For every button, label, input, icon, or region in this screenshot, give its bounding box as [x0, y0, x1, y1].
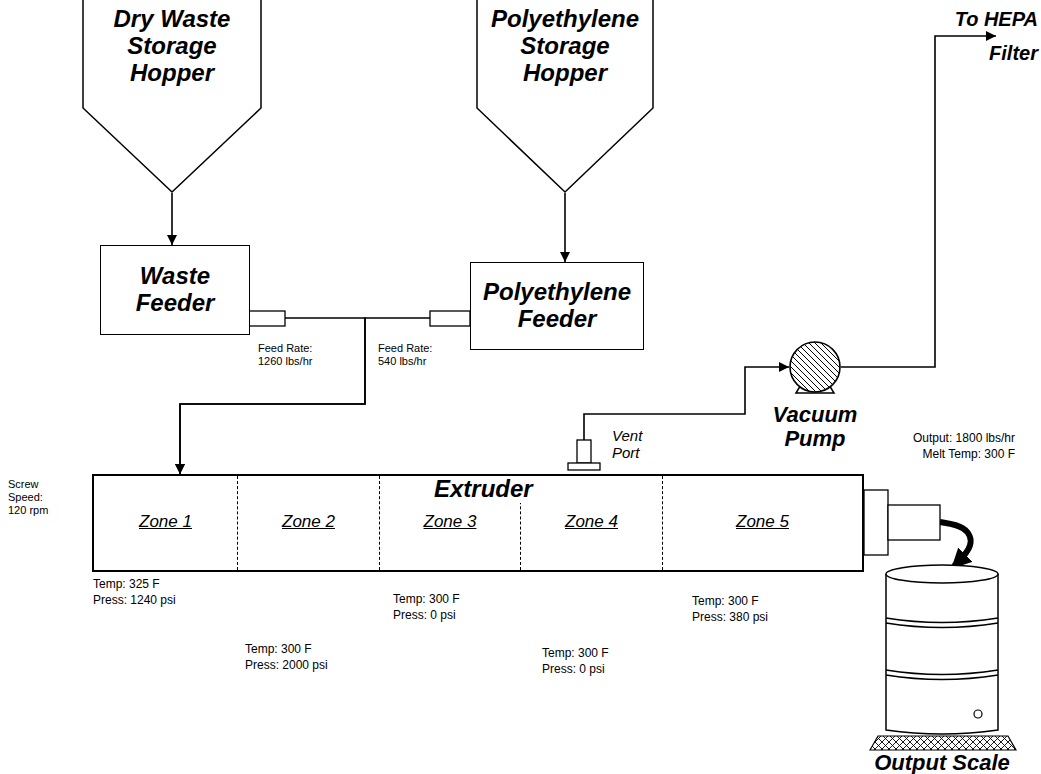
hopper-fill: [83, 0, 261, 192]
scale-platform: [870, 736, 1016, 750]
output-arrow: [940, 522, 971, 566]
drum-rib: [886, 618, 998, 623]
zone-label: Zone 1: [94, 512, 237, 531]
annotation-label: Temp: 300 F: [245, 642, 312, 656]
output-drum-outline: [884, 562, 1000, 736]
feeder-nozzle: [430, 311, 470, 326]
extruder-die: [864, 490, 888, 555]
zone-label: Zone 2: [238, 512, 379, 531]
hopper-outline: [477, 0, 653, 192]
node-label: Output Scale: [874, 751, 1010, 774]
extruder-zone: Zone 4: [521, 476, 663, 570]
node-label: Vent Port: [612, 427, 664, 462]
extruder-zone: Zone 1: [94, 476, 238, 570]
vacuum-pump-outline: [789, 341, 841, 393]
output-drum: Output Scale: [884, 562, 1000, 736]
vacuum-pump: Vacuum Pump: [789, 341, 841, 393]
vent-port: Vent Port: [568, 440, 600, 470]
annotation-label: Melt Temp: 300 F: [893, 447, 1015, 461]
flow-line: [180, 318, 365, 474]
extruder-zone: Zone 5: [663, 476, 862, 570]
annotation-label: Feed Rate: 540 lbs/hr: [378, 342, 452, 368]
annotation-label: Output: 1800 lbs/hr: [893, 431, 1015, 445]
node-label: Polyethylene Storage Hopper: [476, 6, 654, 87]
annotation-label: To HEPA Filter: [938, 2, 1038, 70]
annotation-label: Press: 0 psi: [542, 662, 605, 676]
drum-rib: [886, 623, 998, 628]
flow-line: [171, 193, 173, 245]
vent-port-outline: [568, 440, 600, 470]
node-label: Extruder: [430, 476, 537, 503]
extruder-zone: Zone 2: [238, 476, 380, 570]
annotation-label: Screw Speed: 120 rpm: [8, 478, 60, 518]
annotation-label: Press: 0 psi: [393, 608, 456, 622]
feeder-nozzle: [248, 311, 285, 326]
vent-stem: [577, 440, 591, 463]
zone-label: Zone 5: [663, 512, 862, 531]
pump-housing: [790, 342, 840, 392]
vent-flange: [568, 463, 600, 470]
feeder-box: Polyethylene Feeder: [470, 262, 644, 350]
hopper-outline: [83, 0, 261, 192]
annotation-label: Temp: 300 F: [542, 646, 609, 660]
annotation-label: Temp: 300 F: [393, 592, 460, 606]
extruder-barrel: ExtruderZone 1Zone 2Zone 3Zone 4Zone 5: [92, 474, 864, 572]
node-label: Waste Feeder: [109, 263, 241, 317]
flow-line: [180, 318, 470, 474]
extruder-die: [888, 505, 940, 540]
drum-lid: [886, 565, 998, 583]
storage-hopper: Dry Waste Storage Hopper: [82, 0, 262, 193]
drum-bung: [974, 710, 982, 718]
pump-ground: [790, 342, 840, 392]
zone-label: Zone 4: [521, 512, 662, 531]
node-label: Dry Waste Storage Hopper: [82, 6, 262, 87]
zone-label: Zone 3: [380, 512, 520, 531]
node-label: Polyethylene Feeder: [479, 279, 635, 333]
drum-rib: [886, 675, 998, 680]
annotation-label: Feed Rate: 1260 lbs/hr: [258, 342, 332, 368]
annotation-label: Press: 2000 psi: [245, 658, 328, 672]
annotation-label: Press: 380 psi: [692, 610, 768, 624]
drum-body: [886, 574, 998, 734]
annotation-label: Temp: 300 F: [692, 594, 759, 608]
annotation-label: Temp: 325 F: [93, 577, 160, 591]
node-label: Vacuum Pump: [760, 403, 870, 451]
annotation-label: Press: 1240 psi: [93, 593, 176, 607]
hopper-fill: [477, 0, 653, 192]
feeder-box: Waste Feeder: [100, 245, 250, 335]
exhaust-line: [841, 36, 996, 367]
flow-line: [564, 193, 566, 262]
storage-hopper: Polyethylene Storage Hopper: [476, 0, 654, 193]
drum-rib: [886, 670, 998, 675]
